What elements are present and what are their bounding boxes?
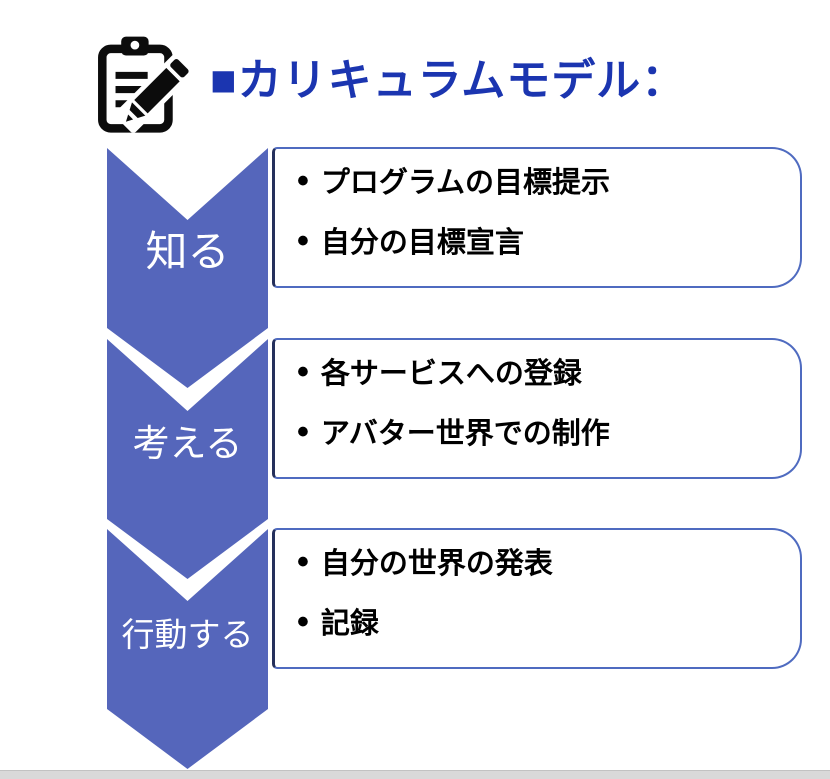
clipboard-pencil-icon — [98, 36, 194, 133]
window-bottom-edge — [0, 770, 830, 779]
bullet-dot: • — [297, 412, 309, 451]
bullet-item: • 各サービスへの登録 — [297, 353, 776, 394]
bullet-dot: • — [297, 221, 309, 260]
stage-know: 知る • プログラムの目標提示 • 自分の目標宣言 — [0, 147, 830, 388]
bullet-item: • 自分の目標宣言 — [297, 221, 776, 263]
header: ■カリキュラムモデル： — [90, 28, 686, 136]
bullet-text: 自分の目標宣言 — [320, 226, 524, 259]
stage-box-2: • 各サービスへの登録 • アバター世界での制作 — [272, 338, 802, 479]
stage-label: 考える — [132, 423, 243, 464]
bullet-dot: • — [297, 543, 309, 581]
stage-label: 行動する — [121, 616, 254, 653]
page-title: ■カリキュラムモデル： — [210, 56, 687, 105]
bullet-item: • 記録 — [297, 602, 776, 644]
bullet-item: • アバター世界での制作 — [297, 412, 776, 454]
bullet-text: プログラムの目標提示 — [320, 166, 611, 199]
stage-think: 考える • 各サービスへの登録 • アバター世界での制作 — [0, 338, 830, 579]
bullet-text: アバター世界での制作 — [320, 417, 610, 450]
bullet-dot: • — [297, 353, 309, 391]
stage-act: 行動する • 自分の世界の発表 • 記録 — [0, 528, 830, 769]
bullet-item: • プログラムの目標提示 — [297, 162, 776, 203]
bullet-text: 記録 — [320, 607, 379, 640]
bullet-text: 各サービスへの登録 — [320, 357, 582, 390]
bullet-dot: • — [297, 162, 309, 200]
stage-label: 知る — [145, 228, 230, 275]
bullet-text: 自分の世界の発表 — [320, 547, 553, 580]
bullet-item: • 自分の世界の発表 — [297, 543, 776, 584]
stage-box-3: • 自分の世界の発表 • 記録 — [272, 528, 802, 669]
chevron-down-shape-3: 行動する — [107, 529, 268, 769]
stage-box-1: • プログラムの目標提示 • 自分の目標宣言 — [272, 147, 802, 288]
bullet-dot: • — [297, 602, 309, 641]
